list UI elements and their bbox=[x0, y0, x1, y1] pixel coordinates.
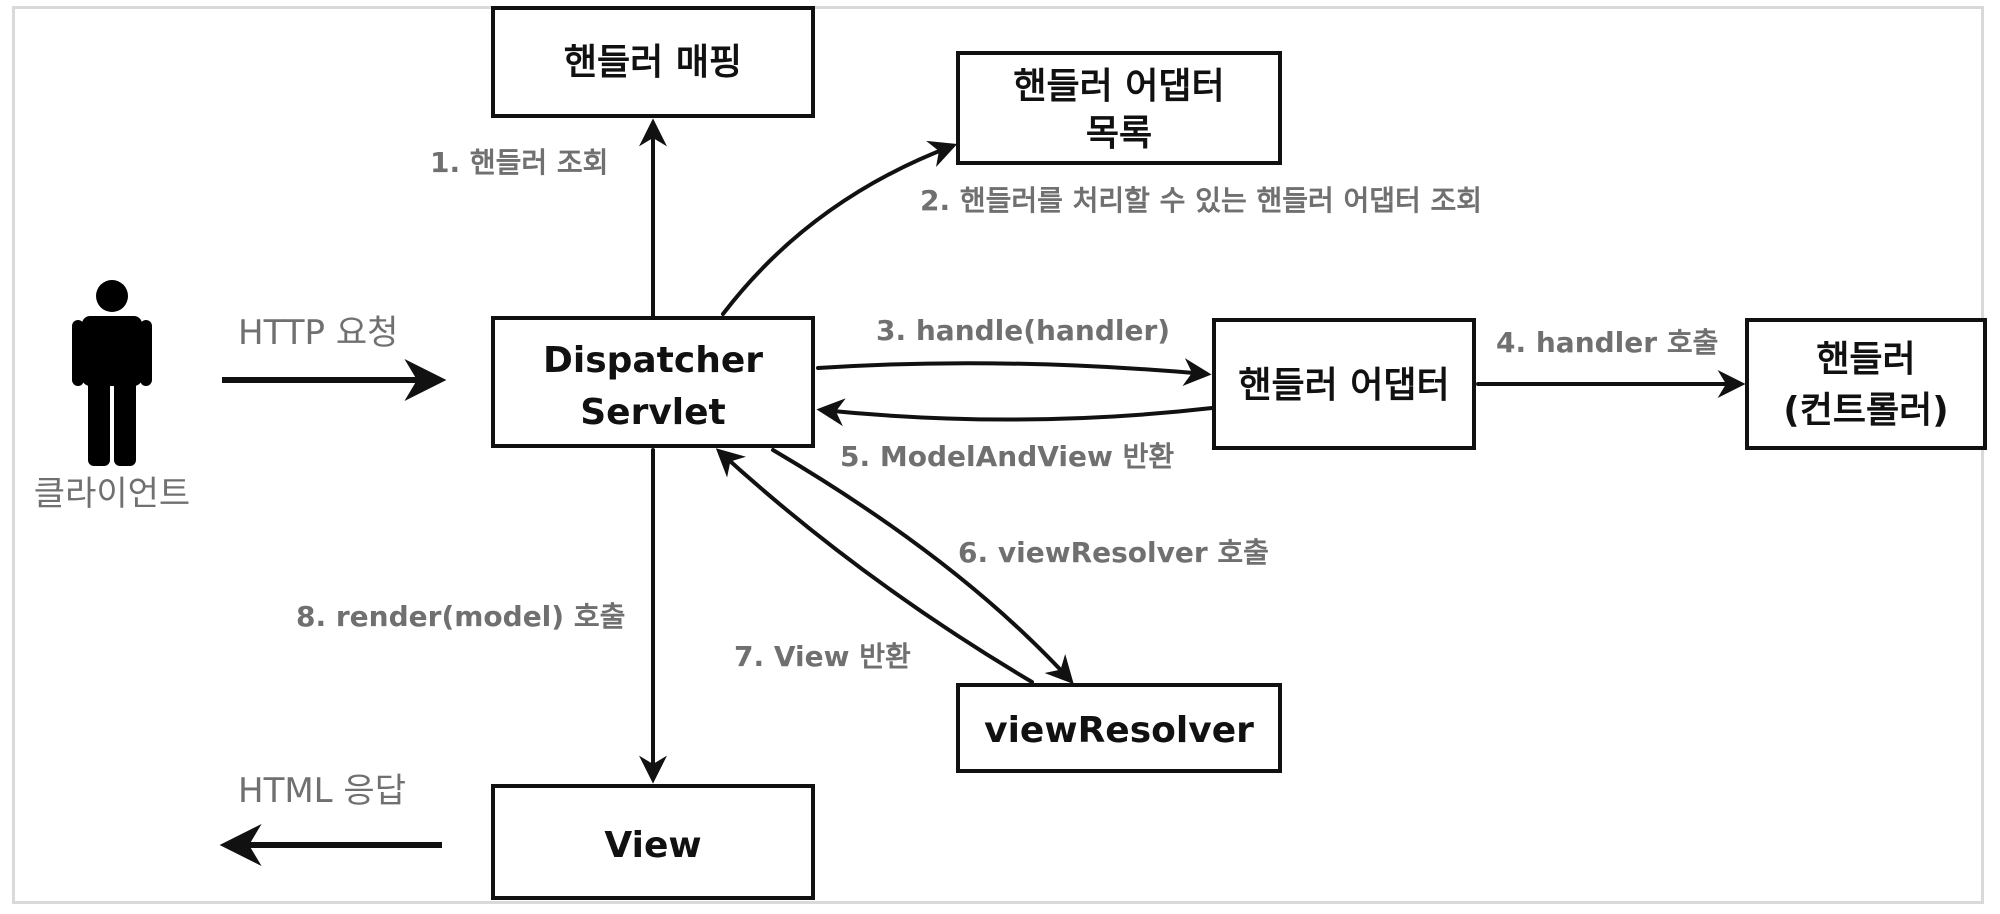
handler-adapter-list-box: 핸들러 어댑터 목록 bbox=[956, 51, 1282, 165]
arrow-2-lookup-adapter bbox=[721, 140, 958, 316]
diagram-frame bbox=[12, 6, 1984, 904]
dispatcher-line1: Dispatcher bbox=[543, 340, 763, 381]
arrow-5-return-model-and-view bbox=[816, 398, 1214, 427]
handler-controller-box: 핸들러 (컨트롤러) bbox=[1745, 318, 1987, 450]
handler-line2: (컨트롤러) bbox=[1783, 390, 1948, 431]
client-label: 클라이언트 bbox=[34, 474, 190, 514]
adapter-list-line1: 핸들러 어댑터 bbox=[1013, 66, 1224, 107]
view-label: View bbox=[604, 825, 701, 866]
handler-mapping-label: 핸들러 매핑 bbox=[564, 42, 742, 83]
step-3-label: 3. handle(handler) bbox=[876, 314, 1170, 347]
arrow-6-call-view-resolver bbox=[771, 448, 1074, 685]
view-box: View bbox=[491, 784, 815, 900]
handler-adapter-box: 핸들러 어댑터 bbox=[1212, 318, 1476, 450]
http-request-label: HTTP 요청 bbox=[238, 313, 398, 353]
step-4-label: 4. handler 호출 bbox=[1496, 326, 1718, 359]
view-resolver-label: viewResolver bbox=[984, 710, 1254, 751]
step-1-label: 1. 핸들러 조회 bbox=[430, 146, 608, 179]
client-person-icon bbox=[72, 280, 152, 466]
arrow-7-return-view bbox=[715, 448, 1034, 684]
handler-adapter-label: 핸들러 어댑터 bbox=[1238, 365, 1449, 406]
adapter-list-line2: 목록 bbox=[1086, 113, 1152, 154]
html-response-label: HTML 응답 bbox=[238, 771, 406, 811]
step-8-label: 8. render(model) 호출 bbox=[296, 600, 625, 633]
step-7-label: 7. View 반환 bbox=[734, 640, 911, 673]
step-6-label: 6. viewResolver 호출 bbox=[958, 536, 1269, 569]
step-5-label: 5. ModelAndView 반환 bbox=[840, 440, 1174, 473]
dispatcher-line2: Servlet bbox=[580, 392, 726, 433]
arrow-3-handle bbox=[816, 358, 1212, 386]
step-2-label: 2. 핸들러를 처리할 수 있는 핸들러 어댑터 조회 bbox=[920, 184, 1482, 217]
handler-mapping-box: 핸들러 매핑 bbox=[491, 6, 815, 118]
dispatcher-servlet-box: Dispatcher Servlet bbox=[491, 316, 815, 448]
handler-line1: 핸들러 bbox=[1816, 339, 1915, 380]
view-resolver-box: viewResolver bbox=[956, 683, 1282, 773]
